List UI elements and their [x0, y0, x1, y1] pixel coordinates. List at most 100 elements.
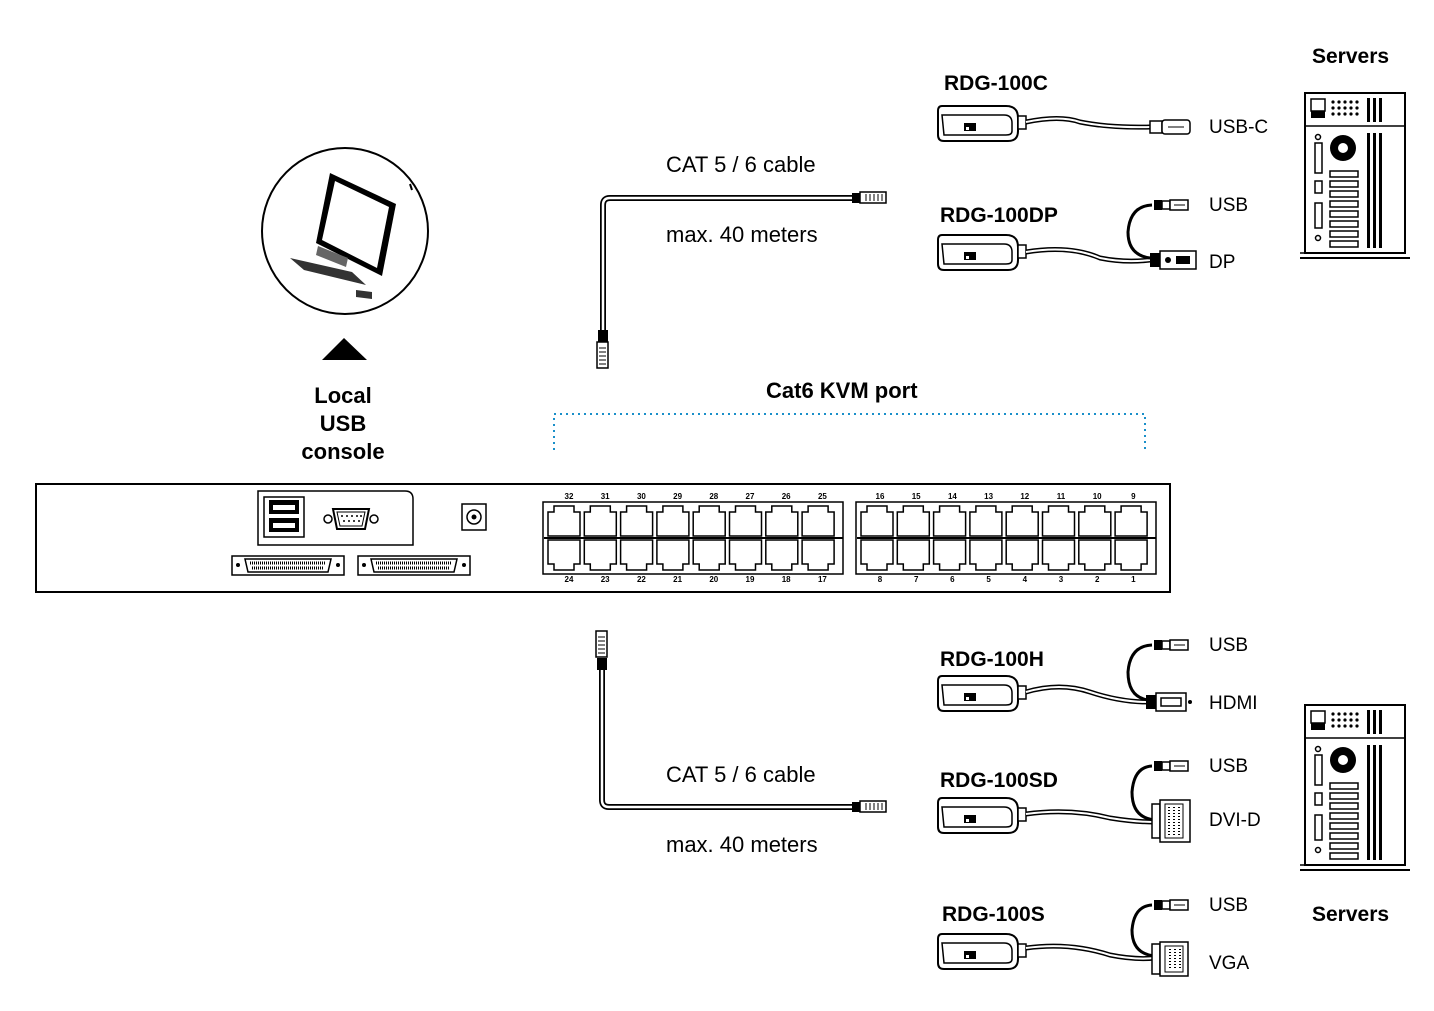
- port-number: 11: [1056, 492, 1066, 501]
- port-number: 18: [781, 575, 791, 584]
- power-jack-icon: [461, 503, 487, 531]
- rj45-port: [1078, 505, 1112, 537]
- port-number: 27: [745, 492, 755, 501]
- rj45-port: [765, 539, 799, 571]
- server-tower-top-icon: [1299, 92, 1411, 259]
- port-number: 24: [564, 575, 574, 584]
- console-label-line1: Local: [314, 383, 372, 408]
- servers-bottom-label: Servers: [1312, 903, 1390, 926]
- rj45-port: [547, 505, 581, 537]
- rdg-100c-module: [937, 105, 1191, 142]
- module-rdg-100sd-label: RDG-100SD: [940, 769, 1058, 792]
- vga-plug-icon: [1151, 941, 1189, 977]
- scsi-port-left-icon: [231, 555, 345, 576]
- module-rdg-100dp-port-1: USB: [1209, 195, 1249, 216]
- server-tower-bottom-icon: [1299, 704, 1411, 871]
- port-number: 25: [817, 492, 827, 501]
- port-number: 20: [709, 575, 719, 584]
- port-number: 10: [1092, 492, 1102, 501]
- module-rdg-100s-port-2: VGA: [1209, 953, 1250, 974]
- rj45-port: [583, 505, 618, 537]
- console-label-line3: console: [301, 439, 385, 464]
- port-number: 14: [947, 492, 957, 501]
- console-computer-icon: [261, 147, 429, 315]
- rdg-100dp-module: [937, 199, 1197, 271]
- cable-bottom-length-label: max. 40 meters: [666, 832, 818, 857]
- rj45-port: [860, 505, 894, 537]
- usb-c-plug-icon: [1149, 119, 1191, 135]
- module-rdg-100h-port-2: HDMI: [1209, 693, 1258, 714]
- rj45-port: [1078, 539, 1112, 571]
- port-number: 12: [1020, 492, 1030, 501]
- module-rdg-100dp-label: RDG-100DP: [940, 204, 1058, 227]
- console-label: Local USB console: [273, 382, 413, 466]
- rj45-port: [728, 539, 763, 571]
- dp-plug-icon: [1150, 250, 1197, 270]
- servers-top-label: Servers: [1312, 45, 1390, 68]
- module-rdg-100sd-port-1: USB: [1209, 756, 1249, 777]
- module-rdg-100c-port-1: USB-C: [1209, 117, 1269, 138]
- port-number: 2: [1094, 575, 1100, 584]
- cable-top-length-label: max. 40 meters: [666, 222, 818, 247]
- rj45-port: [801, 539, 835, 571]
- kvm-port-label: Cat6 KVM port: [766, 378, 918, 403]
- port-number: 7: [913, 575, 919, 584]
- port-number: 16: [875, 492, 885, 501]
- rj45-port: [969, 505, 1003, 537]
- port-number: 26: [781, 492, 791, 501]
- rj45-port: [656, 539, 690, 571]
- port-number: 30: [636, 492, 646, 501]
- module-rdg-100h-port-1: USB: [1209, 635, 1249, 656]
- rj45-port: [728, 505, 763, 537]
- cable-top-type-label: CAT 5 / 6 cable: [666, 152, 816, 177]
- dvi-d-plug-icon: [1151, 799, 1191, 843]
- port-number: 5: [986, 575, 991, 584]
- module-rdg-100h-label: RDG-100H: [940, 648, 1044, 671]
- rj45-port: [896, 539, 931, 571]
- rj45-port: [1114, 505, 1148, 537]
- rj45-port: [583, 539, 618, 571]
- port-number: 4: [1022, 575, 1028, 584]
- rj45-port: [1005, 505, 1039, 537]
- module-rdg-100s-port-1: USB: [1209, 895, 1249, 916]
- cable-bottom-type-label: CAT 5 / 6 cable: [666, 762, 816, 787]
- rj45-port: [1041, 539, 1076, 571]
- hdmi-plug-icon: [1146, 692, 1192, 712]
- rj45-port: [1041, 505, 1076, 537]
- rj45-ports-right: [857, 505, 1156, 571]
- rj45-port: [932, 539, 967, 571]
- port-number: 17: [817, 575, 827, 584]
- module-rdg-100dp-port-2: DP: [1209, 252, 1236, 273]
- vga-port-icon: [323, 508, 379, 530]
- rj45-ports-left: [544, 505, 843, 571]
- console-label-line2: USB: [319, 411, 367, 436]
- kvm-switch: [35, 483, 1171, 593]
- rj45-port: [969, 539, 1003, 571]
- kvm-port-bracket: [553, 413, 1146, 450]
- rdg-100h-module: [937, 639, 1192, 712]
- module-rdg-100c-label: RDG-100C: [944, 72, 1048, 95]
- usb-port-icon: [263, 496, 305, 538]
- port-number: 23: [600, 575, 610, 584]
- rj45-port: [692, 539, 726, 571]
- rj45-port: [896, 505, 931, 537]
- port-number: 21: [673, 575, 683, 584]
- cat-cable-top: [596, 191, 887, 369]
- rdg-100sd-module: [937, 760, 1191, 843]
- port-number: 15: [911, 492, 921, 501]
- port-number: 32: [564, 492, 574, 501]
- rj45-port: [619, 505, 654, 537]
- rj45-port: [932, 505, 967, 537]
- port-number: 19: [745, 575, 755, 584]
- rj45-port: [547, 539, 581, 571]
- rj45-port: [692, 505, 726, 537]
- module-rdg-100s-label: RDG-100S: [942, 903, 1045, 926]
- port-number: 31: [600, 492, 610, 501]
- rj45-port: [1114, 539, 1148, 571]
- rj45-port: [619, 539, 654, 571]
- cat-cable-bottom: [595, 630, 887, 813]
- port-number: 9: [1131, 492, 1136, 501]
- up-arrow-icon: [322, 338, 367, 360]
- rdg-100s-module: [937, 899, 1189, 977]
